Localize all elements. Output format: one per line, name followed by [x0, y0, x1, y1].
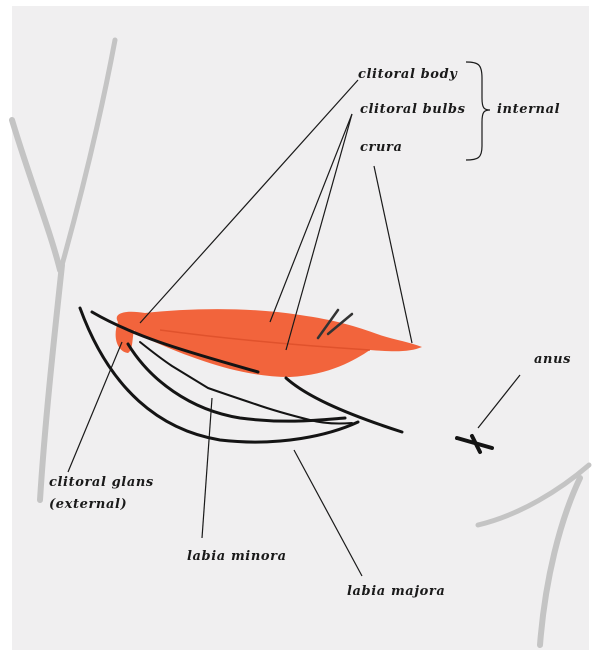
label-crura: crura	[360, 139, 403, 157]
leader-line-clitoral-body	[140, 80, 358, 323]
label-clitoral-bulbs: clitoral bulbs	[360, 101, 466, 119]
internal-brace	[466, 62, 490, 160]
decorative-stroke-left-c	[40, 265, 62, 500]
leader-line-labia-minora	[202, 398, 212, 538]
label-anus: anus	[534, 351, 571, 369]
leader-line-crura	[374, 166, 412, 343]
decorative-stroke-right-b	[540, 478, 580, 645]
label-clitoral-glans: clitoral glans	[49, 474, 154, 492]
label-labia-majora: labia majora	[347, 583, 445, 601]
decorative-stroke-left-a	[12, 120, 60, 270]
leader-line-clitoral-glans	[68, 342, 122, 472]
decorative-stroke-left-b	[62, 40, 115, 265]
leader-line-anus	[478, 375, 520, 428]
label-internal: internal	[497, 101, 560, 119]
label-clitoral-glans-external: (external)	[49, 496, 127, 514]
label-clitoral-body: clitoral body	[358, 66, 457, 84]
leader-line-clitoral-bulbs-a	[270, 114, 352, 322]
leader-line-labia-majora	[294, 450, 362, 576]
label-labia-minora: labia minora	[187, 548, 287, 566]
